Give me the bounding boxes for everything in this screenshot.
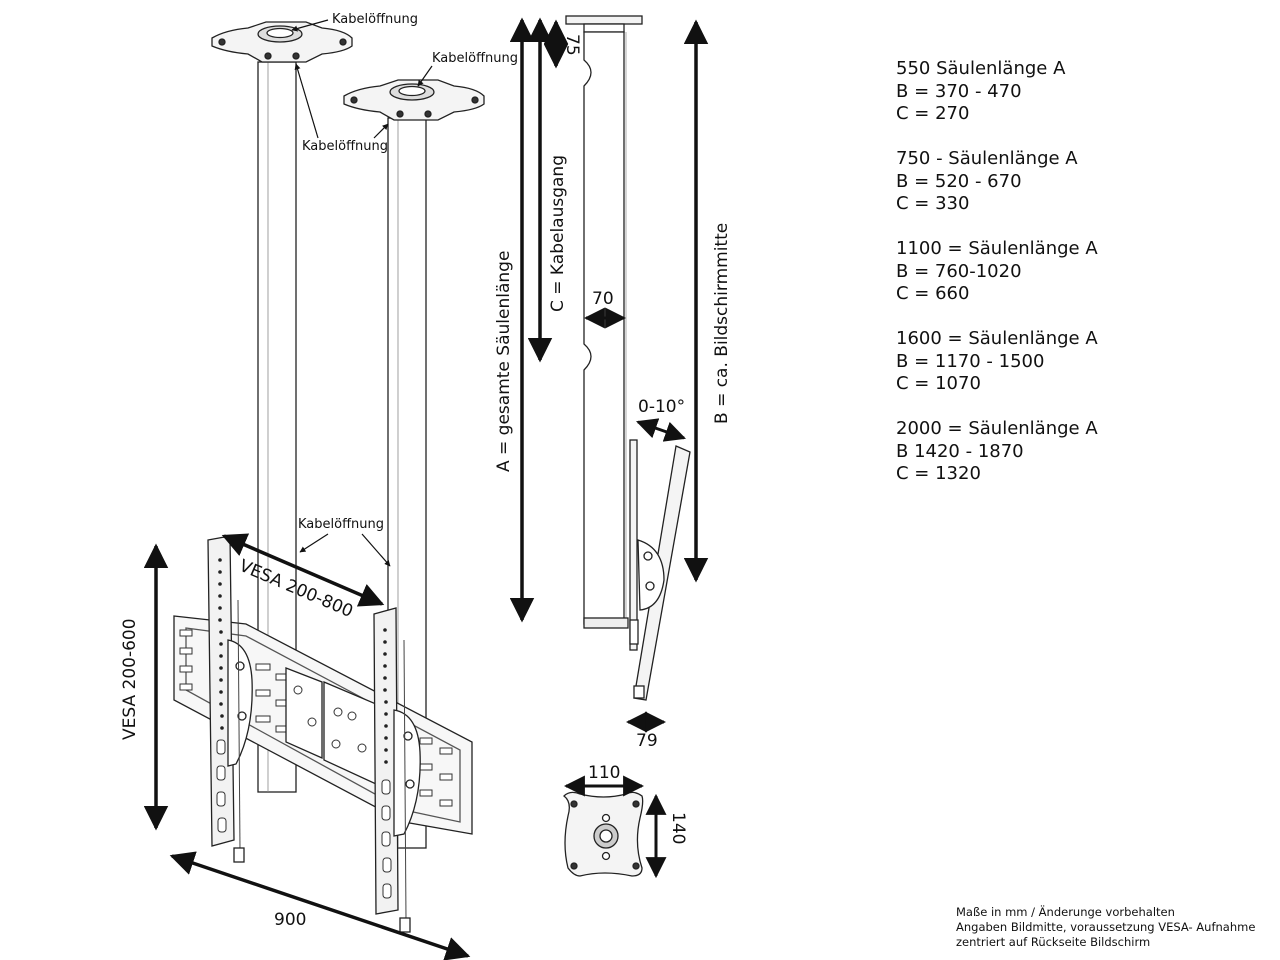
spec-line: C = 330	[896, 193, 970, 214]
spec-line: 2000 = Säulenlänge A	[896, 418, 1098, 439]
plate-dimension-lines	[563, 775, 667, 879]
cable-opening-label-middle: Kabelöffnung	[302, 139, 389, 154]
side-dimension-lines	[583, 307, 686, 733]
dimension-b-label: B = ca. Bildschirmmitte	[712, 222, 732, 424]
spec-line: B = 520 - 670	[896, 170, 1022, 192]
side-view-tilt-bracket	[629, 439, 691, 701]
vesa-vertical-label: VESA 200-600	[120, 618, 140, 740]
dimension-70-label: 70	[592, 289, 614, 309]
length-dimension-lines	[509, 17, 709, 623]
spec-block-1100: 1100 = Säulenlänge A B = 760-1020 C = 66…	[896, 238, 1156, 306]
spec-line: B = 760-1020	[896, 260, 1022, 282]
tv-arm-left	[207, 535, 253, 863]
spec-line: C = 660	[896, 283, 970, 304]
spec-line: B = 370 - 470	[896, 80, 1022, 102]
spec-block-1600: 1600 = Säulenlänge A B = 1170 - 1500 C =…	[896, 328, 1156, 396]
spec-block-2000: 2000 = Säulenlänge A B 1420 - 1870 C = 1…	[896, 418, 1156, 486]
footnote: Maße in mm / Änderunge vorbehalten Angab…	[956, 905, 1255, 950]
spec-line: C = 1320	[896, 463, 981, 484]
ceiling-plate-detail	[563, 791, 644, 877]
footnote-line: Maße in mm / Änderunge vorbehalten	[956, 905, 1175, 919]
dimension-c-label: C = Kabelausgang	[548, 155, 568, 312]
spec-line: 1100 = Säulenlänge A	[896, 238, 1098, 259]
cable-opening-label-lower: Kabelöffnung	[298, 517, 385, 532]
footnote-line: zentriert auf Rückseite Bildschirm	[956, 935, 1151, 949]
dimension-900-label: 900	[274, 910, 307, 930]
spec-line: C = 1070	[896, 373, 981, 394]
ceiling-plate-left	[211, 21, 353, 63]
spec-block-750: 750 - Säulenlänge A B = 520 - 670 C = 33…	[896, 148, 1156, 216]
spec-line: 1600 = Säulenlänge A	[896, 328, 1098, 349]
dimension-140-label: 140	[668, 812, 688, 845]
dimension-110-label: 110	[588, 763, 621, 783]
tilt-range-label: 0-10°	[638, 397, 686, 417]
spec-line: 550 Säulenlänge A	[896, 58, 1066, 79]
front-dimension-lines	[143, 533, 471, 960]
cable-opening-label-top: Kabelöffnung	[332, 12, 419, 27]
footnote-line: Angaben Bildmitte, voraussetzung VESA- A…	[956, 920, 1256, 934]
dimension-a-label: A = gesamte Säulenlänge	[494, 250, 514, 472]
spec-block-550: 550 Säulenlänge A B = 370 - 470 C = 270	[896, 58, 1156, 126]
ceiling-plate-right	[343, 79, 485, 121]
spec-line: C = 270	[896, 103, 970, 124]
spec-line: B 1420 - 1870	[896, 440, 1024, 462]
spec-line: 750 - Säulenlänge A	[896, 148, 1078, 169]
dimension-75-label: 75	[562, 34, 582, 56]
dimension-79-label: 79	[636, 731, 658, 751]
spec-line: B = 1170 - 1500	[896, 350, 1045, 372]
cable-opening-label-upper-right: Kabelöffnung	[432, 51, 519, 66]
